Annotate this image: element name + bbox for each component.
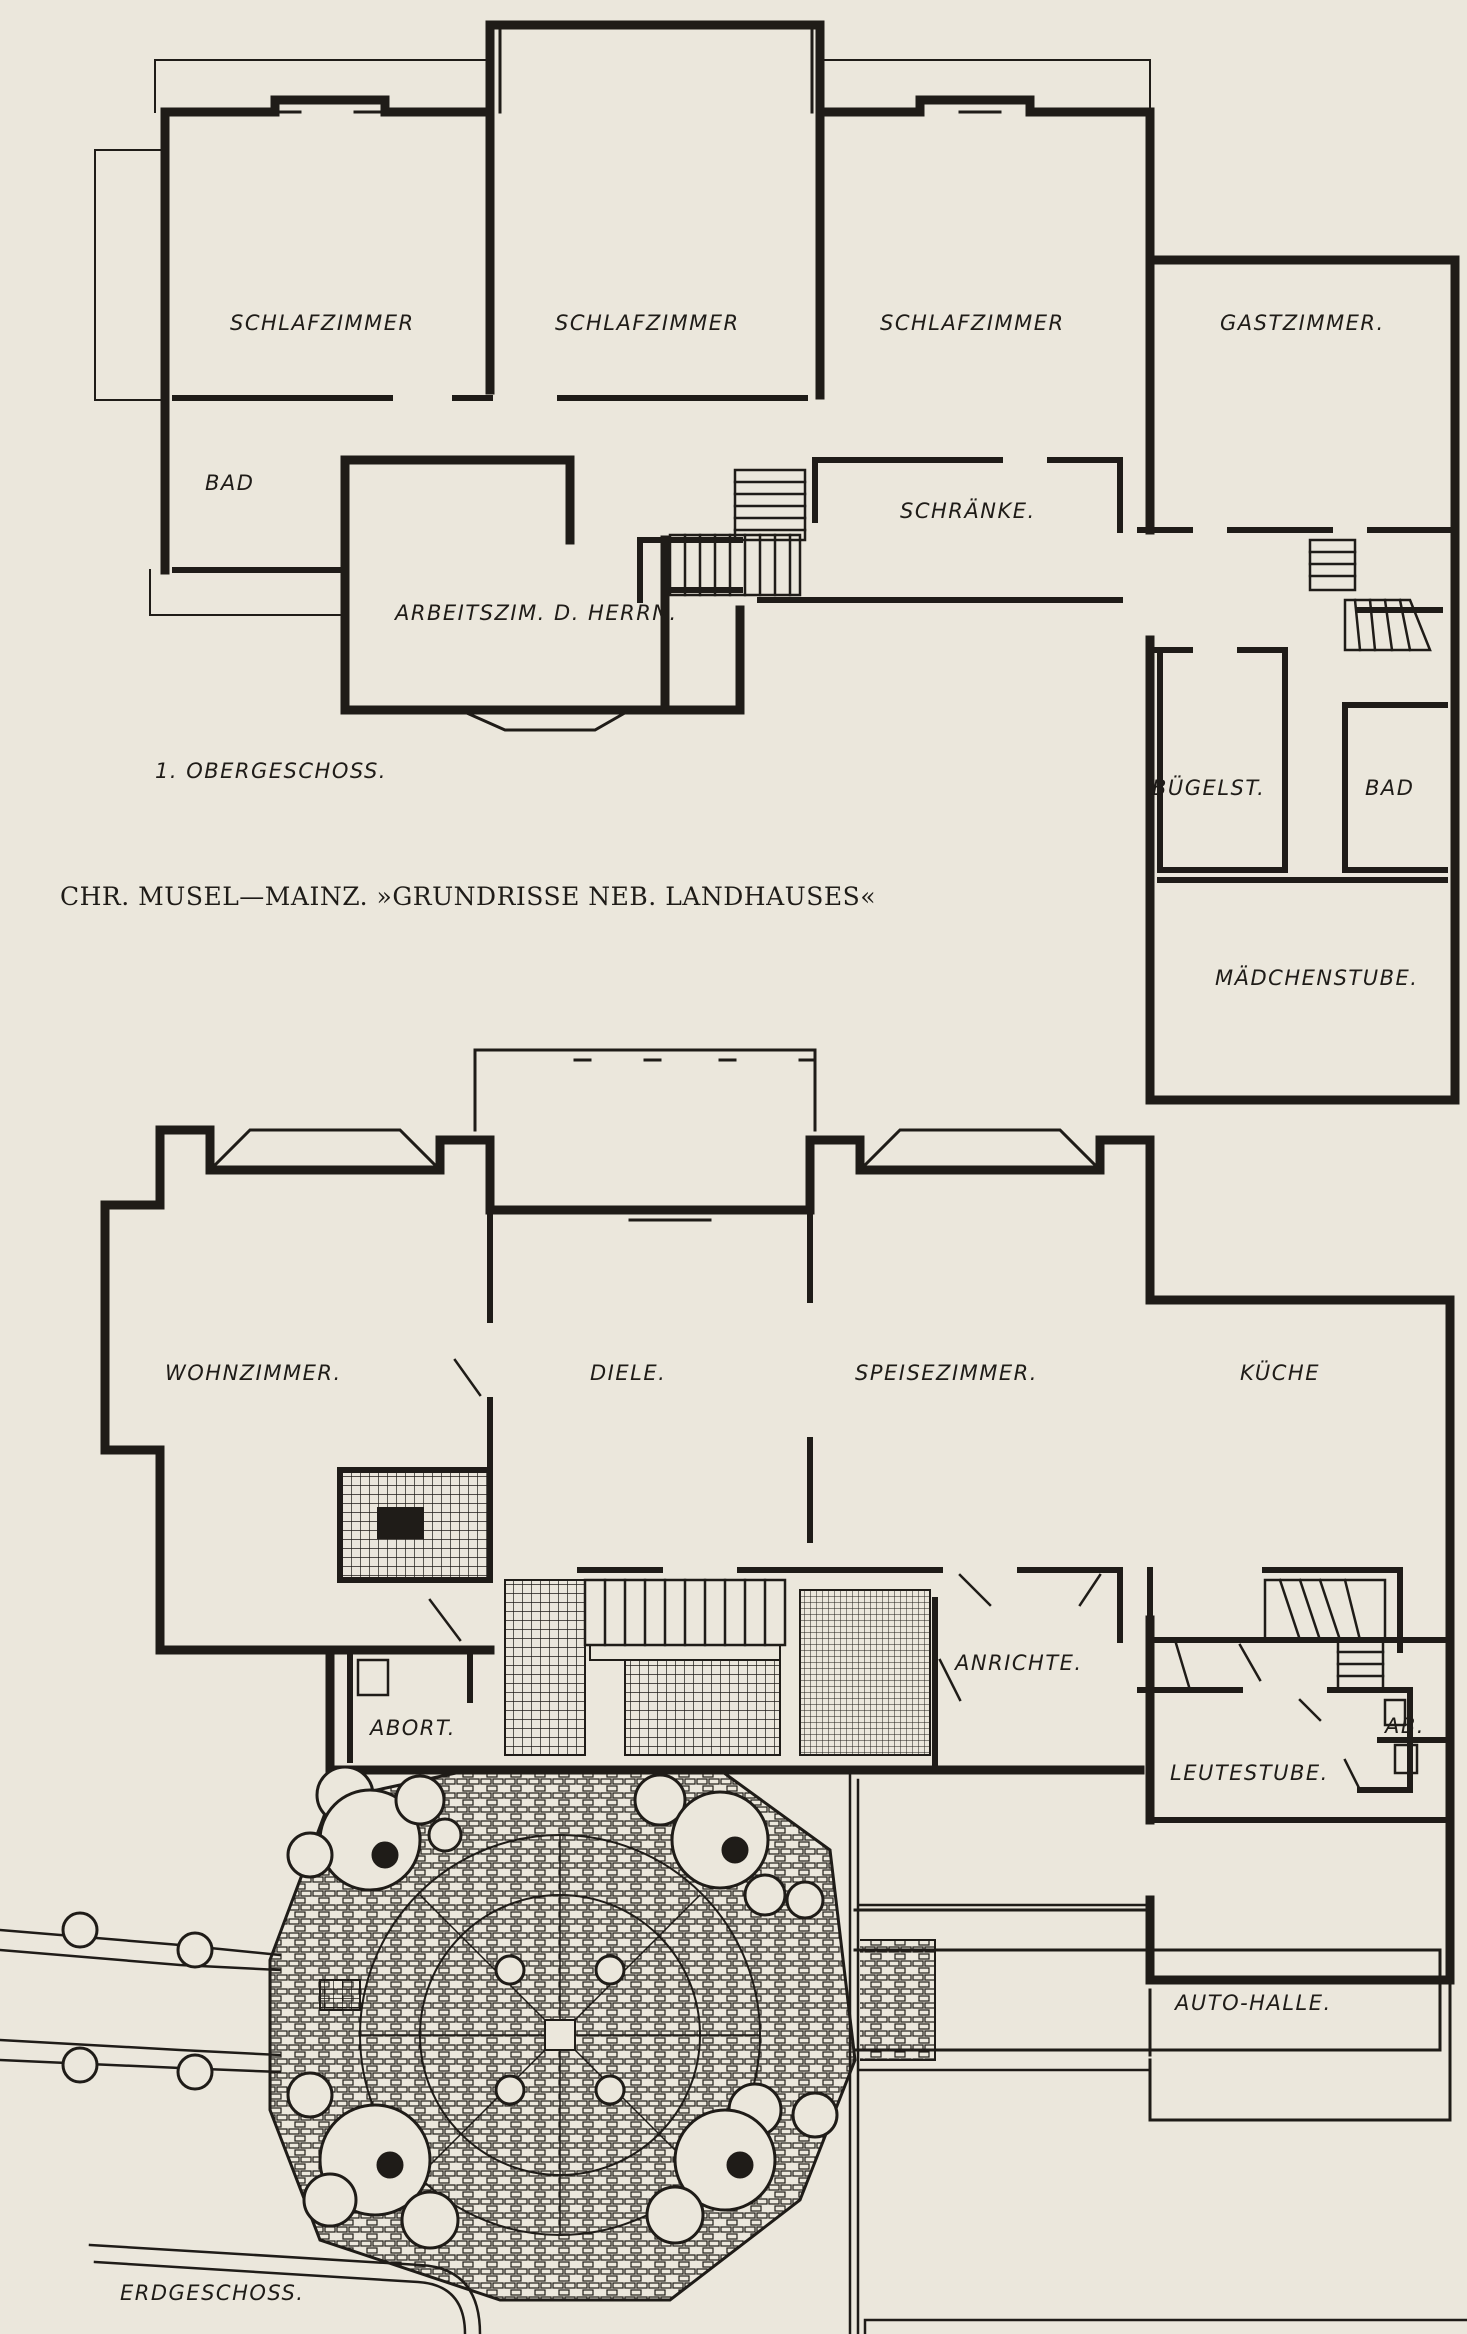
room-label-gastzimmer: GASTZIMMER. (1220, 311, 1385, 335)
tree-cluster-ne (633, 1773, 825, 1920)
ground-floor-tiled-floors (339, 1469, 931, 1756)
room-label-diele: DIELE. (590, 1361, 666, 1385)
ground-floor-wc (356, 1658, 1419, 1775)
upper-floor-labels: SCHLAFZIMMER SCHLAFZIMMER SCHLAFZIMMER G… (155, 311, 1418, 990)
ground-floor-labels: WOHNZIMMER. DIELE. SPEISEZIMMER. KÜCHE A… (120, 1360, 1425, 2305)
room-label-anrichte: ANRICHTE. (953, 1651, 1083, 1675)
floor-label-erdgeschoss: ERDGESCHOSS. (120, 2281, 304, 2305)
floor-label-obergeschoss: 1. OBERGESCHOSS. (155, 759, 387, 783)
room-label-schlafzimmer-3: SCHLAFZIMMER (880, 311, 1065, 335)
small-trees (61, 1911, 626, 2106)
tree-cluster-sw (286, 2071, 460, 2250)
room-label-schlafzimmer-2: SCHLAFZIMMER (555, 311, 740, 335)
tree-cluster-nw (286, 1765, 463, 1892)
room-label-buegelstube: BÜGELST. (1152, 775, 1265, 800)
room-label-schraenke: SCHRÄNKE. (900, 498, 1036, 523)
room-label-kueche: KÜCHE (1240, 1360, 1320, 1385)
ground-floor-windows (103, 1048, 1452, 1932)
auto-halle (853, 1948, 1452, 2122)
room-label-arbeitszimmer: ARBEITSZIM. D. HERRN. (393, 601, 678, 625)
upper-floor-annex (94, 59, 1151, 616)
room-label-speisezimmer: SPEISEZIMMER. (855, 1361, 1038, 1385)
upper-floor-outer-walls (160, 20, 1460, 1105)
room-label-maedchenstube: MÄDCHENSTUBE. (1215, 965, 1418, 990)
room-label-abort: ABORT. (368, 1716, 456, 1740)
upper-floor-windows (248, 23, 1457, 1042)
room-label-autohalle: AUTO-HALLE. (1173, 1991, 1332, 2015)
trees (61, 1765, 839, 2250)
ground-floor-inner-walls (337, 1207, 1453, 1823)
room-label-bad-west: BAD (205, 471, 254, 495)
room-label-schlafzimmer-1: SCHLAFZIMMER (230, 311, 415, 335)
plate-caption: CHR. MUSEL—MAINZ. »GRUNDRISSE NEB. LANDH… (60, 882, 876, 911)
ground-floor-doors (428, 1358, 1362, 1792)
upper-floor-inner-walls (172, 337, 1453, 883)
tree-cluster-se (645, 2082, 839, 2245)
room-label-ab: AB. (1383, 1714, 1425, 1738)
room-label-bad-east: BAD (1365, 776, 1414, 800)
upper-floor-plan (94, 20, 1460, 1105)
room-label-leutestube: LEUTESTUBE. (1170, 1761, 1329, 1785)
room-label-wohnzimmer: WOHNZIMMER. (165, 1361, 342, 1385)
upper-floor-stairs (668, 468, 1432, 652)
